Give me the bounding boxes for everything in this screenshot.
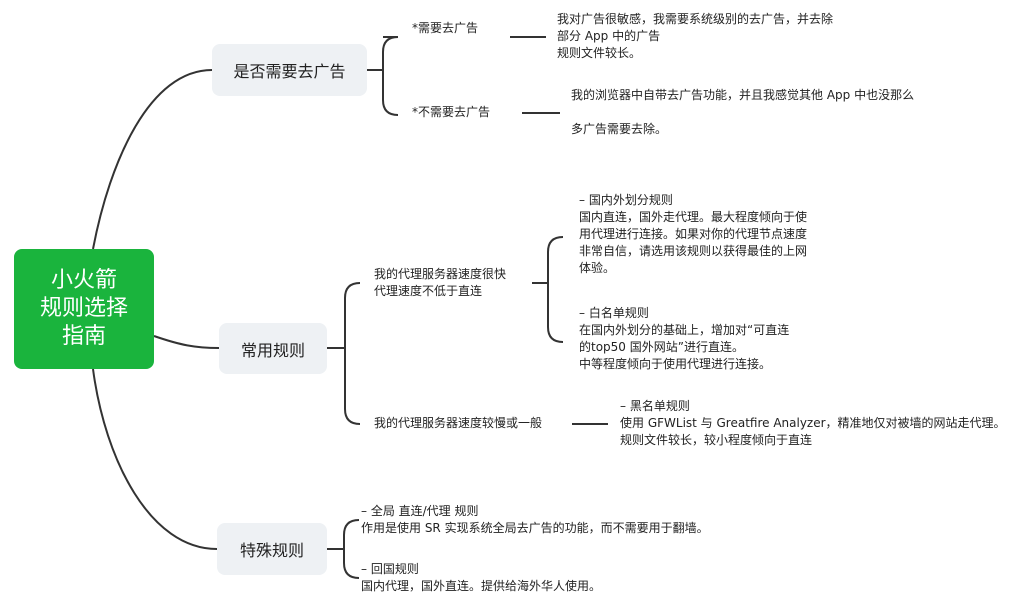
branch-title: 常用规则	[240, 340, 305, 360]
root-node[interactable]: 小火箭 规则选择 指南	[14, 249, 154, 369]
rule-line: 国内代理，国外直连。提供给海外华人使用。	[361, 579, 602, 593]
rule-line: 用代理进行连接。如果对你的代理节点速度	[579, 227, 808, 241]
branch-title: 是否需要去广告	[233, 62, 346, 81]
connector-root-to-ads	[92, 69, 213, 250]
detail-line: 部分 App 中的广告	[557, 29, 661, 43]
rule-line: 规则文件较长，较小程度倾向于直连	[620, 433, 813, 447]
rule-cn-split: – 国内外划分规则 国内直连，国外走代理。最大程度倾向于使 用代理进行连接。如果…	[579, 192, 807, 277]
rule-line: – 全局 直连/代理 规则	[361, 504, 479, 518]
bracket-special	[327, 519, 360, 579]
node-fast-proxy[interactable]: 我的代理服务器速度很快 代理速度不低于直连	[374, 266, 506, 300]
connector-root-to-common	[153, 335, 220, 349]
node-label: 代理速度不低于直连	[374, 284, 483, 298]
rule-line: 的top50 国外网站”进行直连。	[579, 340, 744, 354]
rule-line: 使用 GFWList 与 Greatfire Analyzer，精准地仅对被墙的…	[620, 416, 1006, 430]
rule-line: – 黑名单规则	[620, 399, 690, 413]
branch-ads[interactable]: 是否需要去广告	[212, 44, 367, 96]
rule-blacklist: – 黑名单规则 使用 GFWList 与 Greatfire Analyzer，…	[620, 398, 1006, 449]
bracket-ads	[367, 36, 399, 116]
detail-line: 规则文件较长。	[557, 46, 642, 60]
rule-back-to-china: – 回国规则 国内代理，国外直连。提供给海外华人使用。	[361, 561, 601, 595]
root-line: 指南	[61, 324, 106, 349]
rule-line: 在国内外划分的基础上，增加对“可直连	[579, 323, 790, 337]
detail-line: 多广告需要去除。	[571, 122, 668, 136]
node-need-adblock[interactable]: *需要去广告	[412, 20, 478, 37]
rule-line: – 回国规则	[361, 562, 419, 576]
node-label: *需要去广告	[412, 21, 479, 35]
detail-need-adblock: 我对广告很敏感，我需要系统级别的去广告，并去除 部分 App 中的广告 规则文件…	[557, 11, 833, 62]
rule-line: – 白名单规则	[579, 306, 649, 320]
node-slow-proxy[interactable]: 我的代理服务器速度较慢或一般	[374, 415, 542, 432]
bracket-common	[327, 282, 361, 425]
node-label: *不需要去广告	[412, 105, 491, 119]
node-no-adblock[interactable]: *不需要去广告	[412, 104, 490, 121]
rule-line: 国内直连，国外走代理。最大程度倾向于使	[579, 210, 808, 224]
rule-line: 非常自信，请选用该规则以获得最佳的上网	[579, 244, 808, 258]
detail-line	[571, 104, 914, 121]
branch-special-rules[interactable]: 特殊规则	[217, 523, 327, 575]
branch-title: 特殊规则	[239, 541, 304, 560]
detail-no-adblock: 我的浏览器中自带去广告功能，并且我感觉其他 App 中也没那么 多广告需要去除。	[571, 87, 914, 138]
bracket-fast	[547, 236, 564, 343]
connector-root-to-special	[92, 368, 218, 550]
rule-line: – 国内外划分规则	[579, 193, 673, 207]
rule-line: 中等程度倾向于使用代理进行连接。	[579, 357, 772, 371]
rule-whitelist: – 白名单规则 在国内外划分的基础上，增加对“可直连 的top50 国外网站”进…	[579, 305, 789, 373]
rule-global: – 全局 直连/代理 规则 作用是使用 SR 实现系统全局去广告的功能，而不需要…	[361, 503, 709, 537]
rule-line: 体验。	[579, 261, 616, 275]
root-line: 小火箭	[50, 268, 117, 293]
detail-line: 我的浏览器中自带去广告功能，并且我感觉其他 App 中也没那么	[571, 88, 915, 102]
node-label: 我的代理服务器速度很快	[374, 267, 507, 281]
root-line: 规则选择	[39, 296, 128, 321]
detail-line: 我对广告很敏感，我需要系统级别的去广告，并去除	[557, 12, 834, 26]
rule-line: 作用是使用 SR 实现系统全局去广告的功能，而不需要用于翻墙。	[361, 521, 709, 535]
node-label: 我的代理服务器速度较慢或一般	[374, 416, 543, 430]
branch-common-rules[interactable]: 常用规则	[219, 323, 327, 374]
